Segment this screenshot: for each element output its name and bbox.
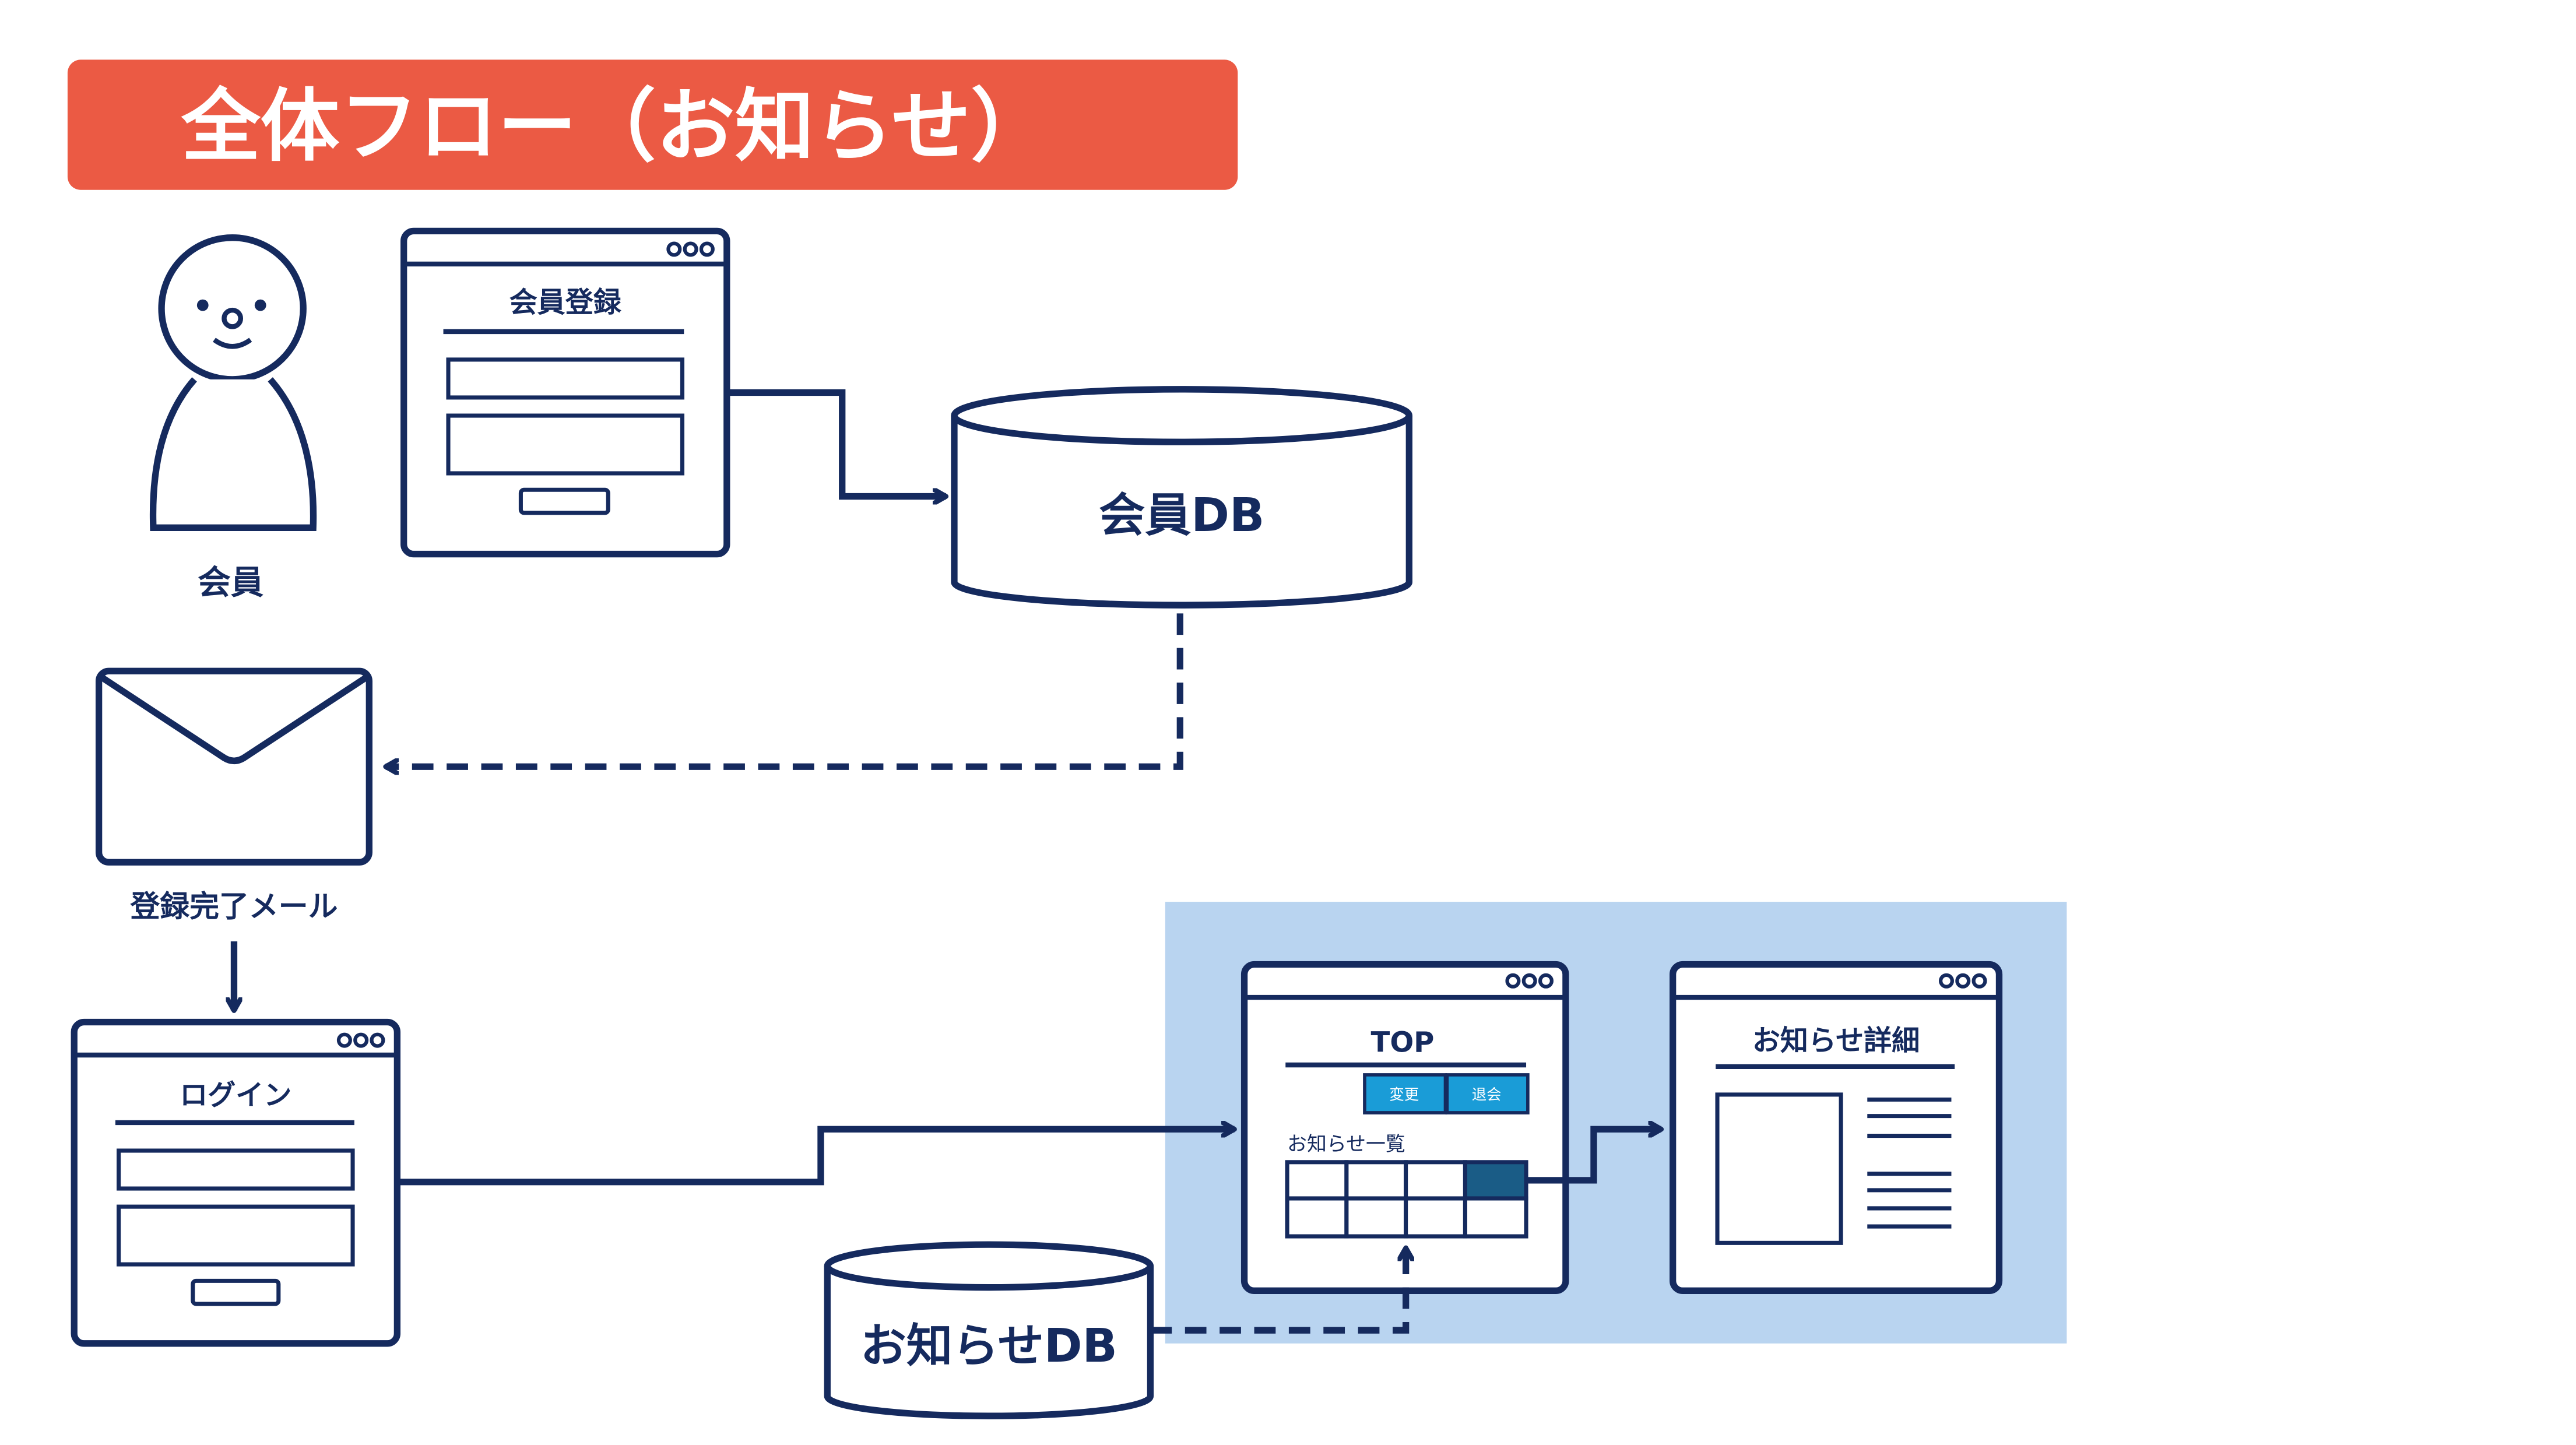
member-db: 会員DB bbox=[951, 386, 1412, 609]
detail-window: お知らせ詳細 bbox=[1670, 961, 2003, 1294]
news-list-cell[interactable] bbox=[1404, 1196, 1467, 1239]
register-input-2[interactable] bbox=[446, 413, 685, 476]
news-list-cell[interactable] bbox=[1285, 1160, 1349, 1201]
change-button-label: 変更 bbox=[1389, 1085, 1419, 1103]
detail-text-lines bbox=[1867, 1097, 1952, 1229]
register-input-1[interactable] bbox=[446, 357, 685, 400]
news-list-cell[interactable] bbox=[1344, 1196, 1408, 1239]
withdraw-button[interactable]: 退会 bbox=[1445, 1073, 1530, 1114]
login-submit-button[interactable] bbox=[191, 1278, 281, 1306]
login-window: ログイン bbox=[71, 1018, 401, 1347]
login-input-1[interactable] bbox=[117, 1148, 355, 1191]
detail-image-placeholder bbox=[1715, 1092, 1843, 1245]
register-submit-button[interactable] bbox=[518, 487, 610, 515]
login-input-2[interactable] bbox=[117, 1204, 355, 1267]
register-title: 会員登録 bbox=[509, 286, 622, 319]
news-list-cell[interactable] bbox=[1285, 1196, 1349, 1239]
news-list-cell[interactable] bbox=[1344, 1160, 1408, 1201]
news-db-label: お知らせDB bbox=[860, 1319, 1117, 1373]
news-list-label: お知らせ一覧 bbox=[1287, 1133, 1405, 1155]
window-controls-icon bbox=[1505, 973, 1554, 989]
member-db-label: 会員DB bbox=[1099, 488, 1264, 542]
arrow-newsdb-to-top bbox=[1150, 1248, 1405, 1334]
top-window: TOP 変更 退会 お知らせ一覧 bbox=[1240, 961, 1569, 1294]
page-title: 全体フロー（お知らせ） bbox=[181, 81, 1050, 173]
arrow-top-to-detail bbox=[1526, 1129, 1661, 1184]
member-label: 会員 bbox=[198, 564, 263, 602]
news-list-cell[interactable] bbox=[1463, 1196, 1528, 1239]
register-window: 会員登録 bbox=[400, 227, 730, 558]
arrow-register-to-db bbox=[726, 389, 946, 496]
window-controls-icon bbox=[666, 241, 715, 257]
detail-title: お知らせ詳細 bbox=[1752, 1025, 1920, 1057]
news-list-table bbox=[1285, 1160, 1528, 1239]
title-banner: 全体フロー（お知らせ） bbox=[67, 59, 1238, 190]
member-icon bbox=[149, 234, 317, 531]
mail-icon bbox=[95, 667, 372, 866]
news-list-cell[interactable] bbox=[1404, 1160, 1467, 1201]
news-list-cell-selected[interactable] bbox=[1463, 1160, 1528, 1201]
top-title: TOP bbox=[1371, 1026, 1435, 1059]
news-db: お知らせDB bbox=[824, 1241, 1154, 1419]
window-controls-icon bbox=[1938, 973, 1987, 989]
arrow-db-to-mail bbox=[386, 613, 1183, 767]
withdraw-button-label: 退会 bbox=[1472, 1085, 1502, 1103]
login-title: ログイン bbox=[180, 1079, 291, 1112]
window-controls-icon bbox=[336, 1032, 385, 1048]
arrow-login-to-top bbox=[397, 1129, 1234, 1186]
change-button[interactable]: 変更 bbox=[1363, 1073, 1447, 1114]
mail-label: 登録完了メール bbox=[129, 890, 338, 924]
